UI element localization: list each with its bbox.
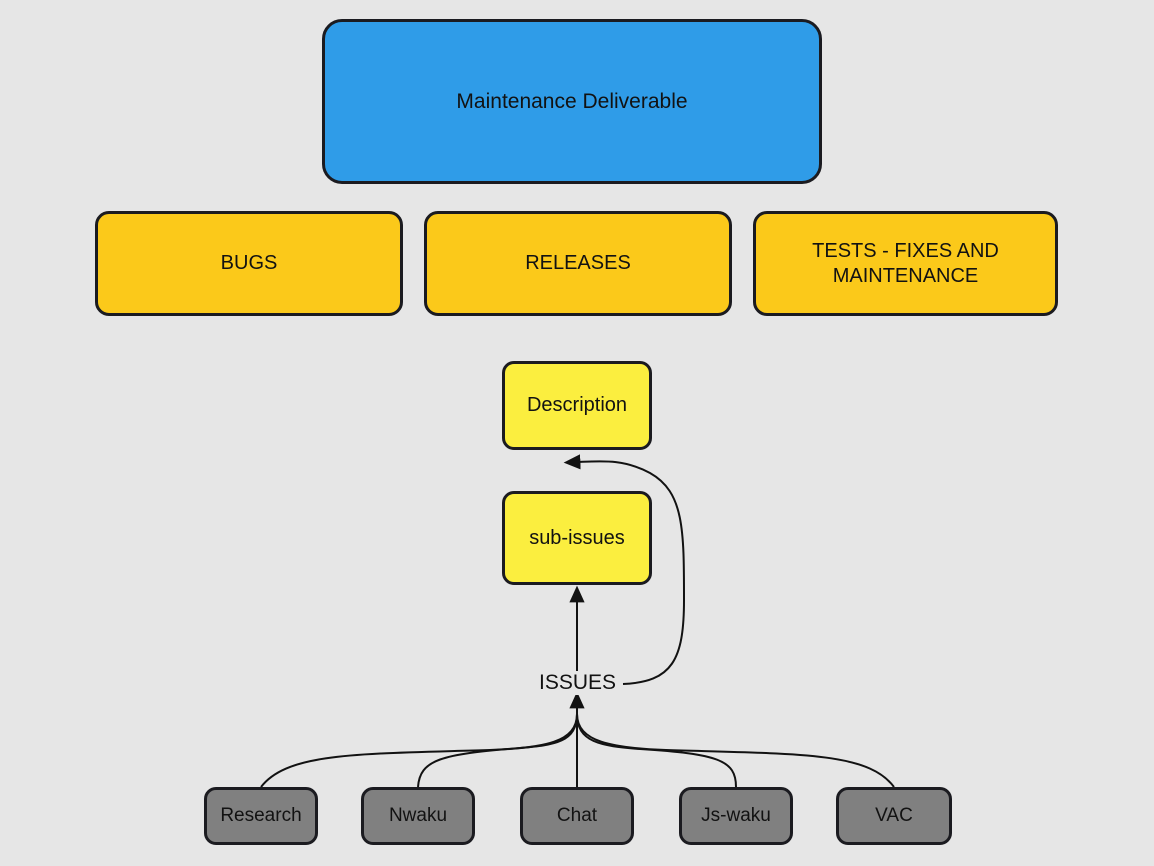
node-label: RELEASES xyxy=(525,252,631,275)
node-label-line-2-text: MAINTENANCE xyxy=(832,264,979,287)
edge-vac-to-issues xyxy=(576,713,895,788)
node-releases[interactable]: RELEASES xyxy=(424,211,732,316)
edge-label-issues: ISSUES xyxy=(536,671,620,695)
node-label: Js-waku xyxy=(701,805,771,827)
node-nwaku[interactable]: Nwaku xyxy=(361,787,475,845)
node-label: BUGS xyxy=(220,252,278,275)
node-js-waku[interactable]: Js-waku xyxy=(679,787,793,845)
node-label-line-1: TESTS - FIXES AND MAINTENANCE xyxy=(812,239,999,288)
node-tests-fixes-and-maintenance[interactable]: TESTS - FIXES AND MAINTENANCE xyxy=(753,211,1058,316)
node-description[interactable]: Description xyxy=(502,361,652,450)
node-label: Description xyxy=(526,394,628,417)
node-maintenance-deliverable[interactable]: Maintenance Deliverable xyxy=(322,19,822,184)
edge-nwaku-to-issues xyxy=(417,713,578,788)
node-bugs[interactable]: BUGS xyxy=(95,211,403,316)
node-label: Research xyxy=(220,805,302,827)
node-label: Maintenance Deliverable xyxy=(456,89,688,113)
node-chat[interactable]: Chat xyxy=(520,787,634,845)
edge-js-waku-to-issues xyxy=(576,713,737,788)
node-label: Chat xyxy=(556,805,598,827)
node-label: sub-issues xyxy=(529,526,625,549)
node-research[interactable]: Research xyxy=(204,787,318,845)
node-label-line-1-text: TESTS - FIXES AND xyxy=(812,240,999,263)
node-vac[interactable]: VAC xyxy=(836,787,952,845)
edge-research-to-issues xyxy=(260,713,578,788)
node-label: VAC xyxy=(875,805,913,827)
node-sub-issues[interactable]: sub-issues xyxy=(502,491,652,585)
node-label: Nwaku xyxy=(388,805,448,827)
